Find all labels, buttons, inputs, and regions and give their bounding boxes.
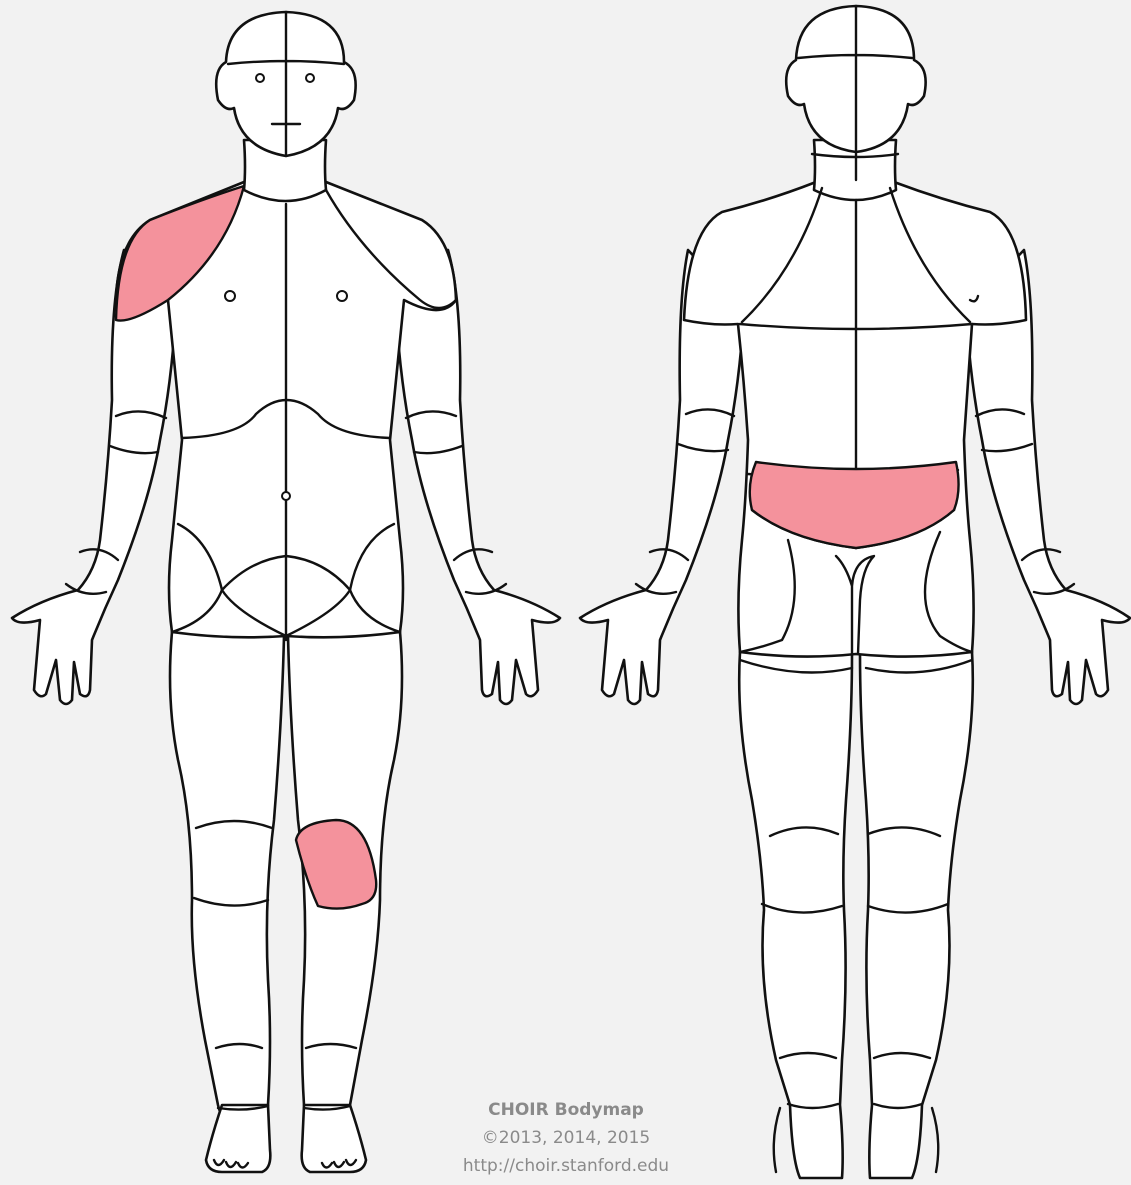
credits-title: CHOIR Bodymap [400, 1096, 732, 1124]
credits-url[interactable]: http://choir.stanford.edu [400, 1152, 732, 1180]
back-left-leg[interactable] [860, 652, 973, 1178]
front-right-arm[interactable] [12, 250, 176, 704]
back-right-leg[interactable] [739, 652, 852, 1178]
front-right-leg[interactable] [170, 632, 284, 1135]
front-figure [12, 12, 560, 1172]
back-figure [580, 6, 1130, 1178]
credits-block: CHOIR Bodymap ©2013, 2014, 2015 http://c… [400, 1096, 732, 1180]
credits-copyright: ©2013, 2014, 2015 [400, 1124, 732, 1152]
front-left-arm[interactable] [396, 250, 560, 704]
